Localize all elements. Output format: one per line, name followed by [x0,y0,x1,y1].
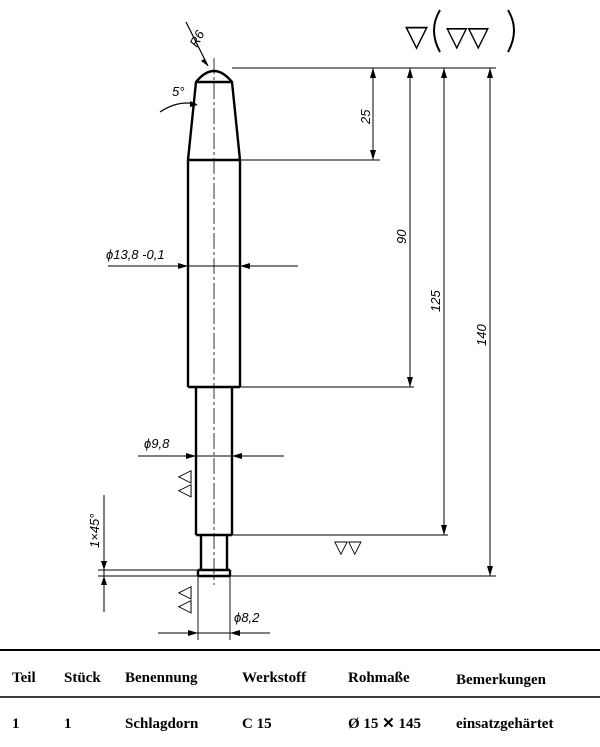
header-teil: Teil [12,670,36,686]
surface-finish-bracket-icon: ▽▽ [446,20,490,53]
dimension-25: 25 [358,68,376,160]
header-rohmasse: Rohmaße [348,670,410,686]
angle-label: 5° [172,84,184,99]
finish-mark-mid-icon: ▽▽ [175,470,196,498]
diameter-mid-label: ϕ9,8 [144,436,170,451]
surface-finish-overall-icon: ▽ [405,19,428,54]
dimension-diameter-main: ϕ13,8 -0,1 [106,247,298,269]
bracket-left [433,9,441,53]
diameter-main-label: ϕ13,8 -0,1 [106,247,165,262]
angle-arrow-icon [190,101,198,107]
dimension-125: 125 [428,68,447,535]
header-benennung: Benennung [125,670,198,686]
radius-label: R6 [186,27,207,49]
dimension-chamfer: 1×45° [87,495,198,612]
cell-benennung: Schlagdorn [125,716,199,732]
dim-25-label: 25 [358,109,373,125]
dim-90-label: 90 [394,229,409,244]
header-werkstoff: Werkstoff [242,670,307,686]
extension-lines [230,67,496,577]
diameter-end-label: ϕ8,2 [234,610,260,625]
dimension-diameter-mid: ϕ9,8 [138,436,284,459]
parts-table: Teil Stück Benennung Werkstoff Rohmaße B… [0,649,600,732]
dim-125-label: 125 [428,290,443,312]
dimension-90: 90 [394,68,413,387]
part-outline [186,69,242,578]
radius-arrow-icon [201,59,208,66]
cell-stueck: 1 [64,716,72,732]
radius-leader [185,21,209,67]
dim-140-label: 140 [474,324,489,346]
dimension-diameter-end: ϕ8,2 [158,576,270,640]
chamfer-label: 1×45° [87,514,102,548]
bracket-right [507,9,515,53]
finish-mark-bottom-icon: ▽▽ [334,537,362,558]
cell-werkstoff: C 15 [242,716,272,732]
dimension-140: 140 [474,68,493,576]
cell-teil: 1 [12,716,20,732]
header-stueck: Stück [64,670,101,686]
cell-bemerkungen: einsatzgehärtet [456,716,553,732]
header-bemerkungen: Bemerkungen [456,672,547,688]
finish-mark-end-icon: ▽▽ [175,586,196,614]
cell-rohmasse: Ø 15 ✕ 145 [348,716,421,732]
